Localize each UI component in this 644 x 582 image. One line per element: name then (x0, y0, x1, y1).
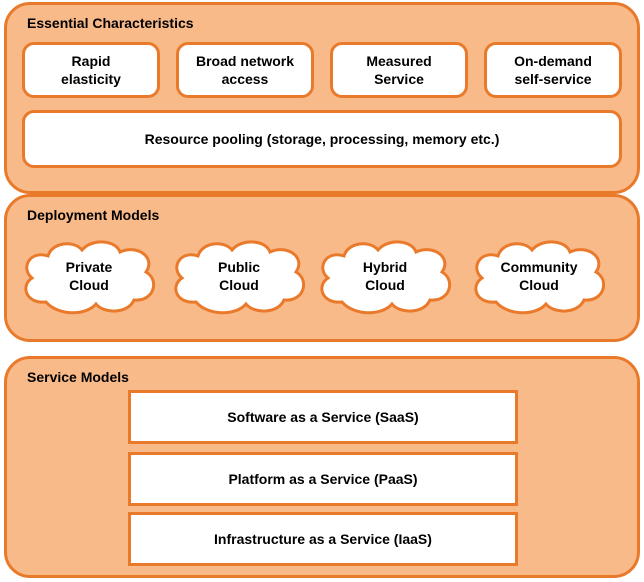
cloud-icon (320, 240, 452, 315)
private-cloud: Private Cloud (16, 236, 162, 316)
public-cloud: Public Cloud (166, 236, 312, 316)
deployment-models-title: Deployment Models (27, 207, 160, 223)
community-cloud: Community Cloud (466, 236, 612, 316)
essential-characteristics-title: Essential Characteristics (27, 15, 194, 31)
rapid-elasticity-box: Rapid elasticity (22, 42, 160, 98)
cloud-icon (24, 240, 156, 315)
cloud-icon (174, 240, 306, 315)
hybrid-cloud-label: Hybrid Cloud (362, 259, 408, 293)
community-cloud-label: Community Cloud (500, 259, 578, 293)
measured-service-box: Measured Service (330, 42, 468, 98)
iaas-box: Infrastructure as a Service (IaaS) (128, 512, 518, 566)
resource-pooling-box: Resource pooling (storage, processing, m… (22, 110, 622, 168)
paas-box: Platform as a Service (PaaS) (128, 452, 518, 506)
public-cloud-label: Public Cloud (217, 259, 260, 293)
service-models-title: Service Models (27, 369, 129, 385)
on-demand-self-service-box: On-demand self-service (484, 42, 622, 98)
private-cloud-label: Private Cloud (65, 259, 113, 293)
broad-network-access-box: Broad network access (176, 42, 314, 98)
saas-box: Software as a Service (SaaS) (128, 390, 518, 444)
hybrid-cloud: Hybrid Cloud (312, 236, 458, 316)
cloud-icon (474, 240, 606, 315)
